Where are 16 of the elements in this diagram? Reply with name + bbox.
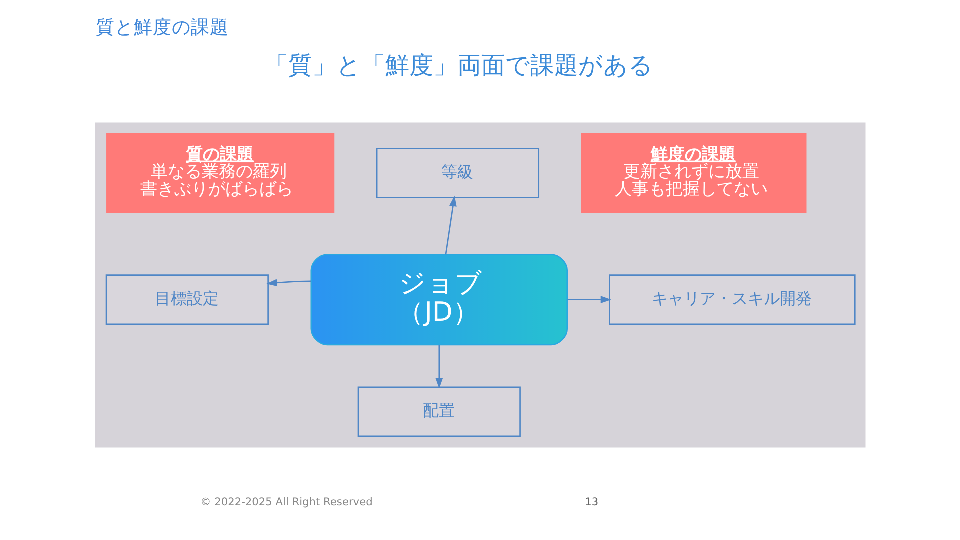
node-box: 質の課題 単なる業務の羅列 書きぶりがばらばら: [106, 133, 334, 213]
arrow: [444, 196, 456, 255]
node-box: ジョブ （JD）: [310, 254, 568, 346]
arrow: [435, 345, 443, 389]
node-box: 等級: [376, 148, 540, 198]
label: 「質」と「鮮度」両面で課題がある: [264, 52, 653, 80]
node-box: 目標設定: [105, 274, 268, 326]
node-box: キャリア・スキル開発: [608, 274, 856, 326]
cluster: [94, 122, 866, 448]
label: 13: [584, 496, 598, 508]
label: © 2022-2025 All Right Reserved: [200, 496, 372, 508]
node-box: 配置: [357, 386, 520, 438]
arrow: [266, 279, 311, 287]
node-box: 鮮度の課題 更新されずに放置 人事も把握してない: [580, 133, 806, 213]
diagram-title: 質と鮮度の課題: [95, 18, 228, 39]
arrow: [567, 296, 611, 304]
